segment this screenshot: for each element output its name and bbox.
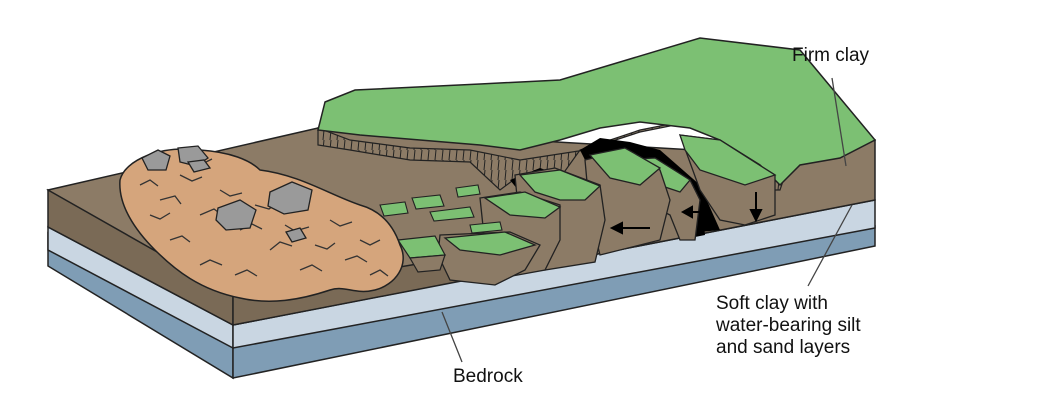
rock — [141, 149, 171, 171]
soft-clay-label-line-1: Soft clay with — [716, 293, 828, 314]
rock — [267, 181, 313, 215]
movement-arrows — [609, 192, 763, 235]
soft-clay-leader — [807, 204, 853, 287]
rocks — [141, 145, 313, 243]
rock — [186, 159, 212, 173]
bedrock-leader — [441, 311, 463, 363]
earthflow-debris — [119, 148, 404, 302]
soft-clay-label-line-2: water-bearing silt — [716, 315, 861, 336]
soft-clay-label: Soft clay with water-bearing silt and sa… — [716, 293, 861, 359]
rock — [215, 199, 257, 231]
bedrock-label: Bedrock — [453, 366, 523, 387]
soft-clay-label-line-3: and sand layers — [716, 337, 851, 358]
slump-blocks — [379, 134, 777, 286]
rock — [285, 227, 307, 243]
firm-clay-label: Firm clay — [792, 45, 870, 66]
leader-lines — [441, 77, 853, 363]
firm-clay-leader — [831, 77, 847, 167]
